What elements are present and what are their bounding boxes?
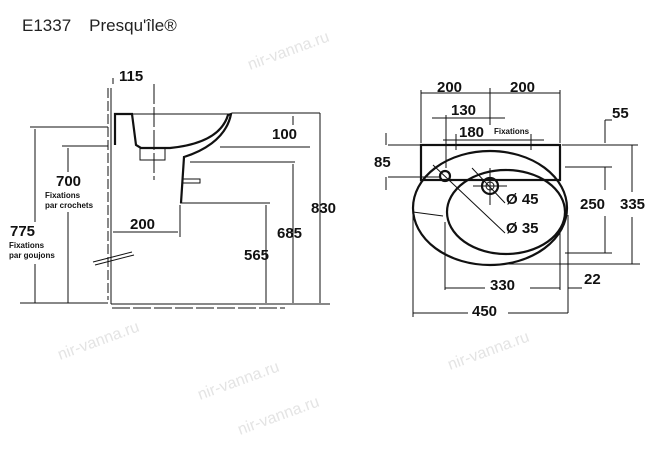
dim-775: 775 [10,223,35,240]
watermark: nir-vanna.ru [446,329,532,374]
dim-700: 700 [56,173,81,190]
product-code: E1337 [22,16,72,35]
dim-100: 100 [272,126,297,143]
drawing-title: E1337 Presqu'île® [22,16,195,36]
note-par-goujons: par goujons [9,251,55,260]
dim-dia-35: Ø 35 [506,220,539,237]
side-view: 115 100 830 685 565 200 700 Fixations pa… [9,68,336,309]
dim-565: 565 [244,247,269,264]
dim-55: 55 [612,105,629,122]
dim-22: 22 [584,271,601,288]
dim-200-side: 200 [130,216,155,233]
overflow-hole [438,169,452,183]
basin-bowl [445,168,567,256]
dim-130: 130 [451,102,476,119]
product-model: Presqu'île® [89,16,177,35]
note-par-crochets: par crochets [45,201,94,210]
dim-200-left: 200 [437,79,462,96]
basin-profile [113,112,233,204]
dim-180: 180 [459,124,484,141]
watermark: nir-vanna.ru [236,394,322,439]
dim-830: 830 [311,200,336,217]
fixing-bolt [181,178,201,184]
dim-200-right: 200 [510,79,535,96]
waste-outlet [139,147,166,161]
dim-250: 250 [580,196,605,213]
watermark: nir-vanna.ru [56,319,142,364]
dim-450: 450 [472,303,497,320]
watermark: nir-vanna.ru [246,29,332,74]
note-fixations: Fixations [494,127,530,136]
watermark: nir-vanna.ru [196,359,282,404]
basin-outer-rim [411,149,569,267]
note-fixations: Fixations [45,191,81,200]
top-view: Ø 45 Ø 35 200 200 130 180 Fixations 55 8… [374,79,645,320]
note-fixations: Fixations [9,241,45,250]
dim-115: 115 [119,68,143,85]
dim-dia-45: Ø 45 [506,191,539,208]
dim-335: 335 [620,196,645,213]
dim-685: 685 [277,225,302,242]
dim-85: 85 [374,154,391,171]
dim-330: 330 [490,277,515,294]
